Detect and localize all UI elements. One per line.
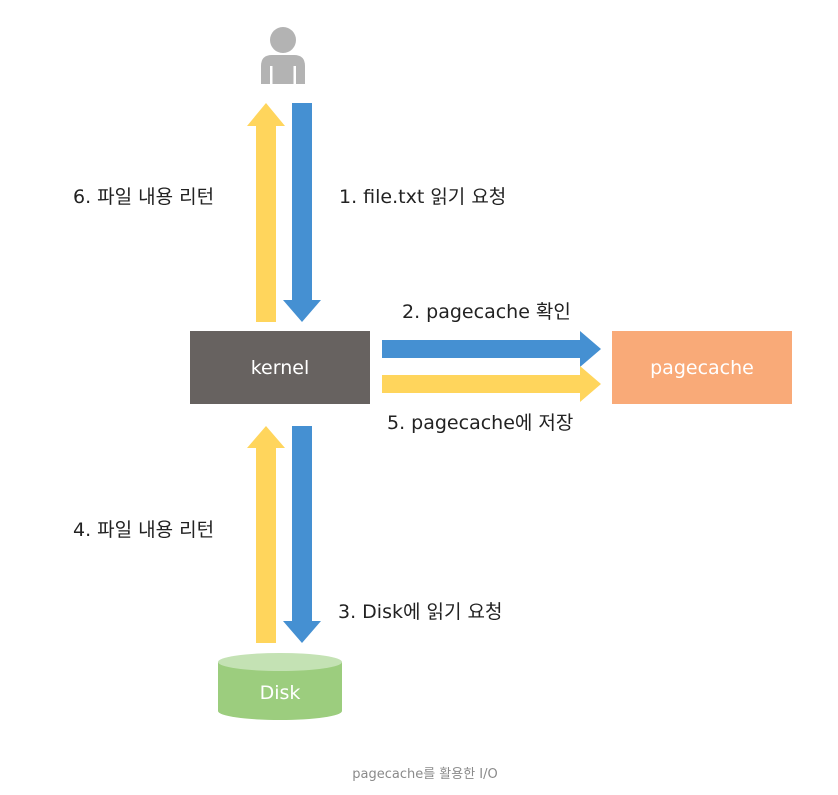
user-icon <box>261 27 305 84</box>
request-arrow-kernel-to-disk <box>283 426 321 643</box>
return-arrow-disk-to-kernel <box>247 426 285 643</box>
disk-label: Disk <box>260 682 301 704</box>
pagecache-label: pagecache <box>650 357 754 379</box>
request-arrow-user-to-kernel <box>283 103 321 322</box>
kernel-label: kernel <box>251 357 310 379</box>
step-label-5: 5. pagecache에 저장 <box>387 412 573 434</box>
store-arrow-kernel-to-pagecache <box>382 366 601 402</box>
diagram-caption: pagecache를 활용한 I/O <box>352 767 498 782</box>
disk-cylinder <box>218 653 342 720</box>
step-label-2: 2. pagecache 확인 <box>402 301 571 323</box>
kernel-box <box>190 331 370 404</box>
pagecache-box <box>612 331 792 404</box>
request-arrow-kernel-to-pagecache <box>382 331 601 367</box>
step-label-1: 1. file.txt 읽기 요청 <box>339 186 506 208</box>
return-arrow-kernel-to-user <box>247 103 285 322</box>
step-label-4: 4. 파일 내용 리턴 <box>73 519 214 541</box>
step-label-3: 3. Disk에 읽기 요청 <box>338 601 502 623</box>
step-label-6: 6. 파일 내용 리턴 <box>73 186 214 208</box>
